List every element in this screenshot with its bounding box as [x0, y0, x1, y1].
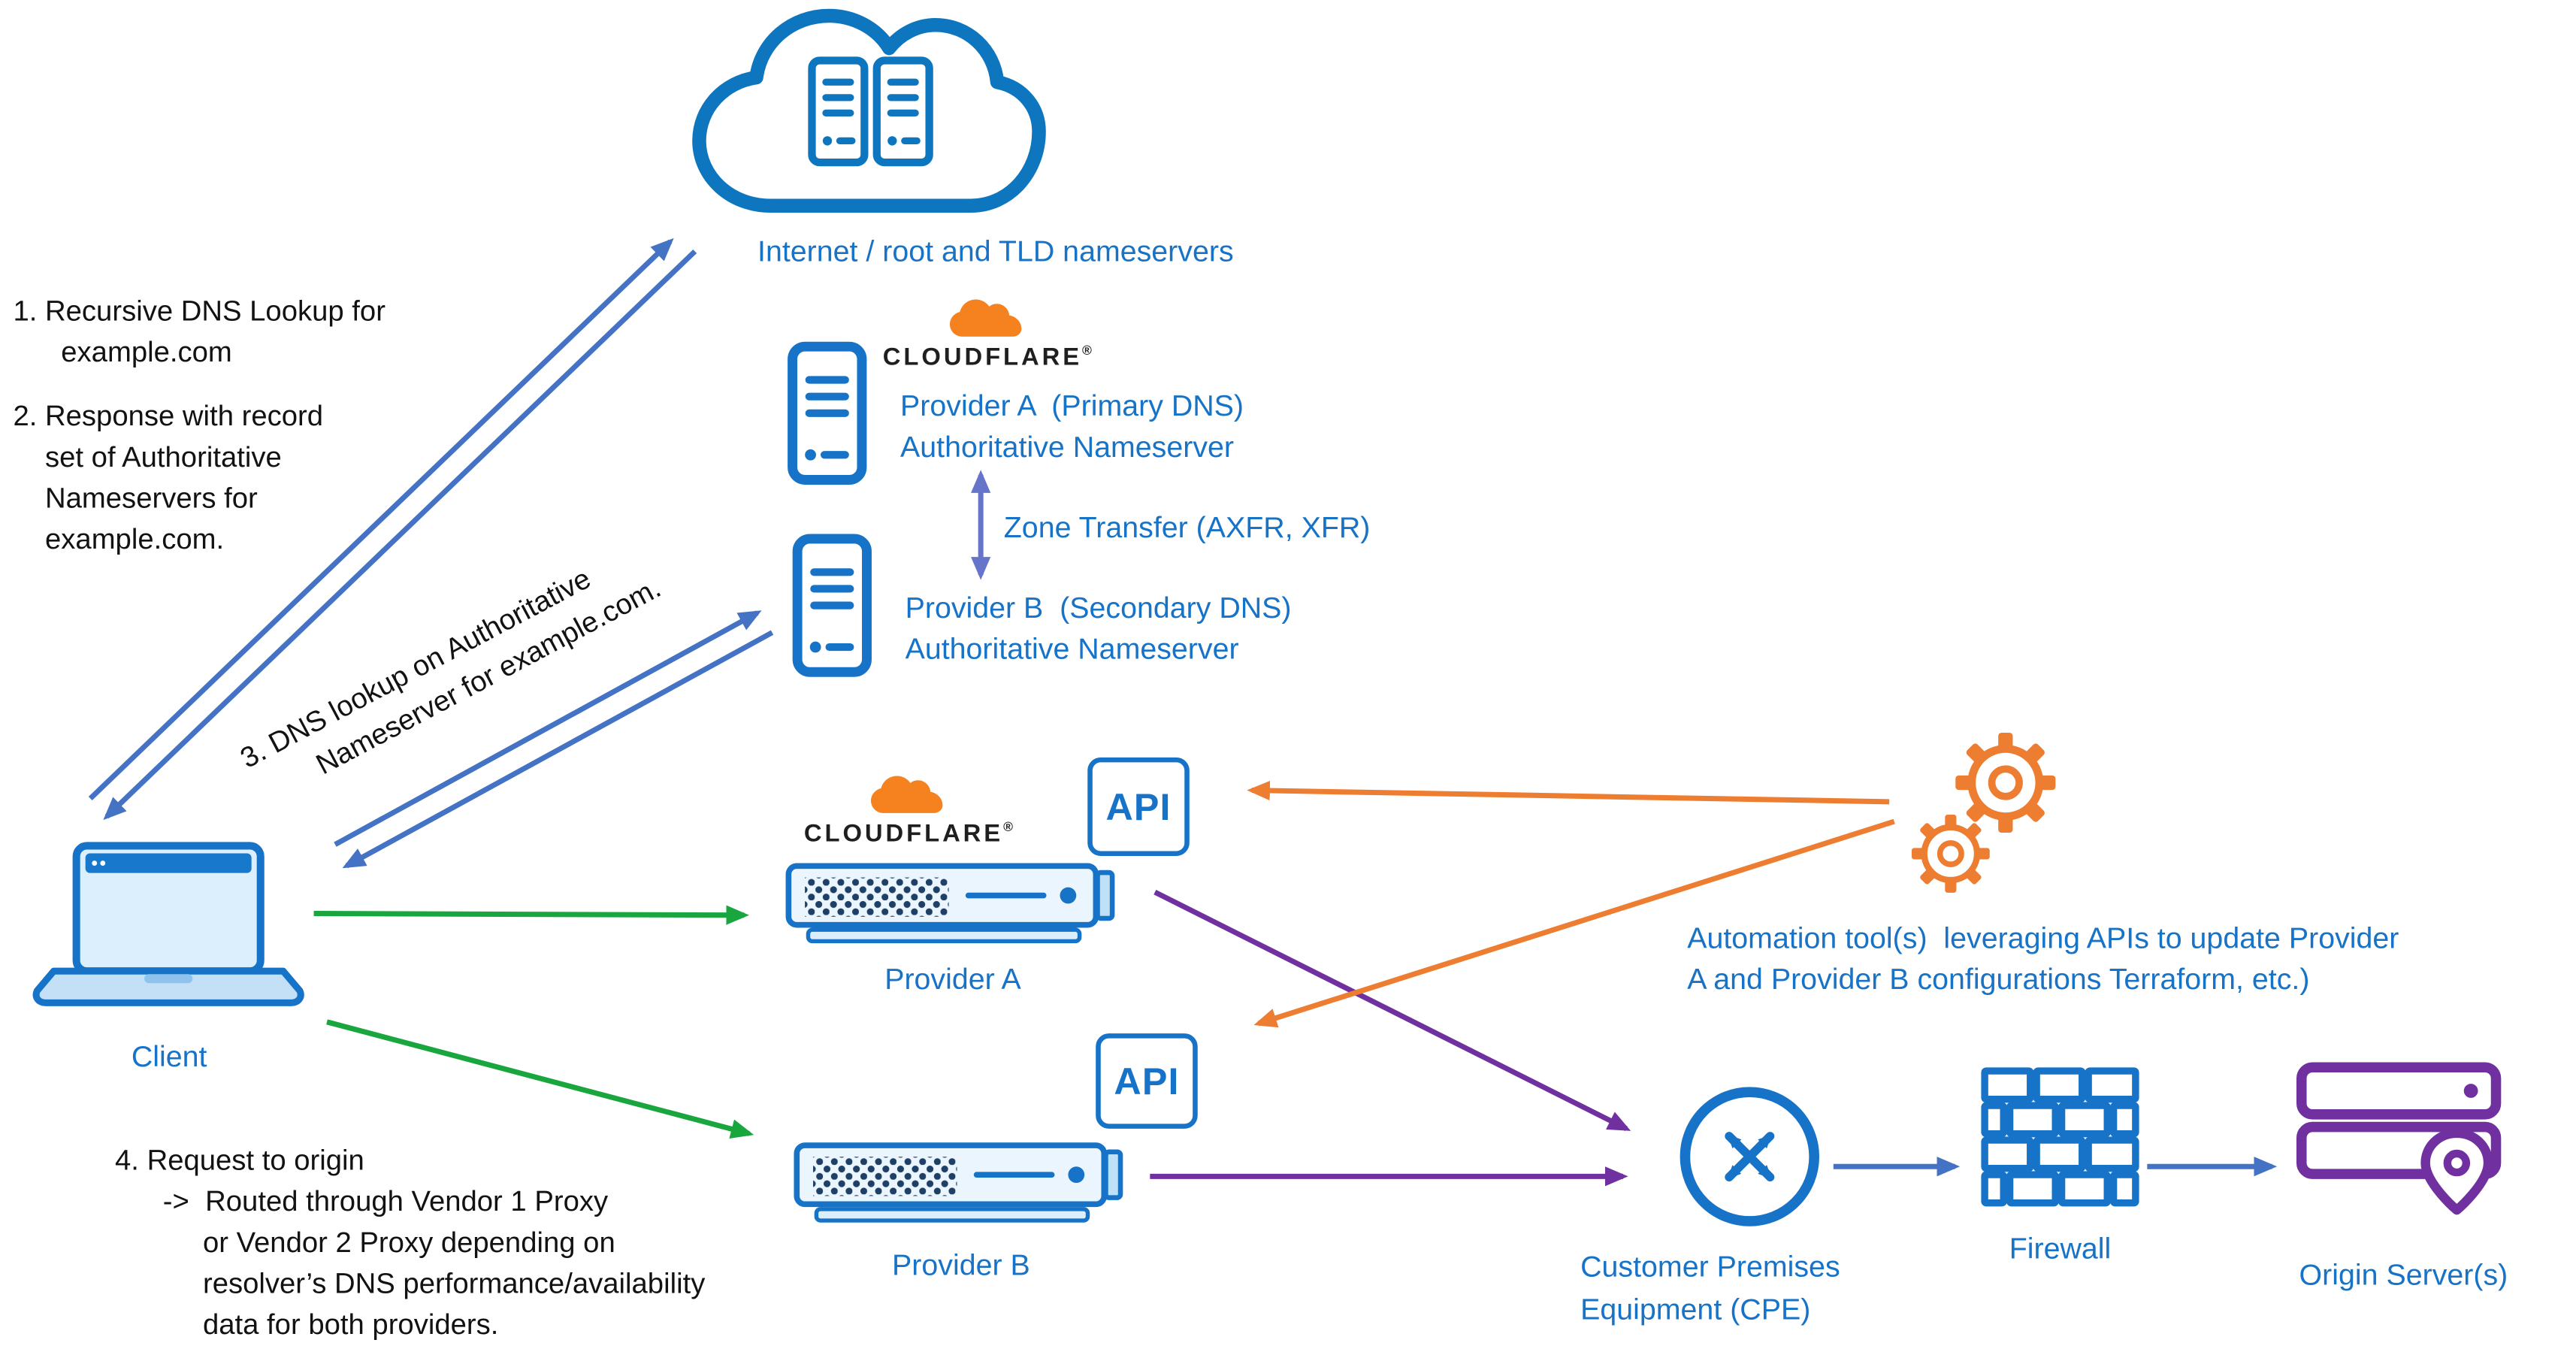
origin-servers-label: Origin Server(s) — [2299, 1258, 2508, 1292]
origin-servers-icon — [2296, 1062, 2502, 1215]
nameserver-a-icon — [788, 341, 867, 485]
cloudflare-cloud-icon — [949, 299, 1022, 337]
internet-cloud-icon — [692, 8, 1046, 213]
provider-a-label: Provider A — [884, 963, 1021, 996]
automation-gears-icon — [1903, 730, 2067, 907]
client-laptop-icon — [32, 842, 304, 1006]
arrow-request-proxy-b — [326, 1019, 754, 1139]
cloudflare-wordmark: CLOUDFLARE® — [803, 819, 1014, 848]
firewall-label: Firewall — [2009, 1232, 2112, 1266]
arrow-proxy-a-to-cpe — [1153, 889, 1631, 1132]
step3-note: 3. DNS lookup on Authoritative Nameserve… — [234, 561, 667, 811]
arrow-automation-to-api-a — [1247, 780, 1890, 805]
provider-a-nameserver-label: Provider A (Primary DNS) Authoritative N… — [900, 389, 1244, 464]
arrow-request-proxy-a — [313, 905, 749, 925]
step2-note: 2. Response with record set of Authorita… — [13, 399, 324, 555]
cloudflare-logo-nameserver: CLOUDFLARE® — [881, 298, 1094, 371]
step1-note: 1. Recursive DNS Lookup for example.com — [13, 294, 385, 368]
provider-b-label: Provider B — [892, 1248, 1030, 1282]
provider-b-nameserver-label: Provider B (Secondary DNS) Authoritative… — [905, 591, 1292, 666]
api-box-provider-b: API — [1096, 1033, 1198, 1129]
cloudflare-logo-proxy: CLOUDFLARE® — [802, 774, 1015, 848]
proxy-b-appliance-icon — [794, 1142, 1123, 1223]
cpe-router-icon — [1680, 1087, 1820, 1226]
cloudflare-wordmark: CLOUDFLARE® — [882, 343, 1092, 372]
zone-transfer-label: Zone Transfer (AXFR, XFR) — [1003, 510, 1371, 544]
internet-label: Internet / root and TLD nameservers — [757, 234, 1234, 268]
firewall-icon — [1981, 1067, 2139, 1207]
automation-label: Automation tool(s) leveraging APIs to up… — [1687, 921, 2399, 996]
api-label: API — [1114, 1059, 1180, 1102]
step4-note: 4. Request to origin -> Routed through V… — [115, 1143, 706, 1341]
proxy-a-appliance-icon — [785, 863, 1115, 944]
api-label: API — [1105, 784, 1172, 827]
cloudflare-cloud-icon — [871, 776, 943, 813]
nameserver-b-icon — [792, 534, 872, 677]
client-label: Client — [131, 1039, 207, 1073]
cpe-label: Customer Premises Equipment (CPE) — [1580, 1250, 1840, 1326]
api-box-provider-a: API — [1087, 757, 1190, 857]
